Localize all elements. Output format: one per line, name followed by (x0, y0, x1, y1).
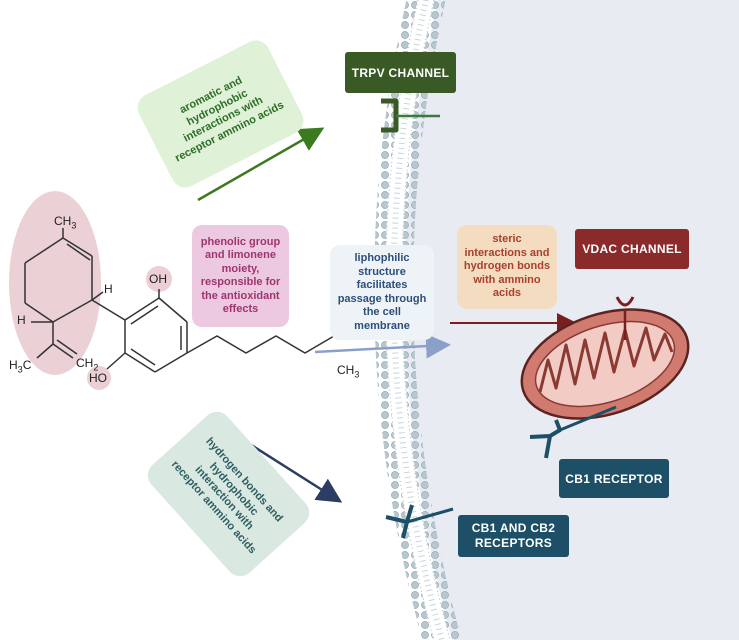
ho-bottom-label: HO (89, 371, 107, 385)
ch3-tail-label: CH3 (337, 363, 360, 380)
steric-interactions-note: steric interactions and hydrogen bonds w… (457, 225, 557, 309)
cb1-cb2-receptor-icon (385, 504, 454, 539)
ch3-top-label: CH3 (54, 214, 77, 231)
arrow-to-trpv (197, 127, 325, 202)
ch2-label: CH2 (76, 356, 99, 373)
trpv-channel-label: TRPV CHANNEL (345, 52, 456, 93)
oh-highlight-top (146, 266, 172, 292)
cb1-receptor-icon (529, 405, 617, 459)
cannabidiol-skeleton (24, 228, 335, 373)
ho-highlight-bottom (87, 366, 111, 390)
arrow-to-membrane (314, 333, 451, 359)
liphophilic-structure-note: liphophilic structure facilitates passag… (330, 245, 434, 340)
phenolic-group-note: phenolic group and limonene moiety, resp… (192, 225, 289, 327)
trpv-channel-icon (381, 98, 440, 133)
limonene-highlight (9, 191, 101, 375)
cell-interior (404, 0, 739, 640)
vdac-channel-label: VDAC CHANNEL (575, 229, 689, 269)
h-left-label: H (17, 313, 26, 327)
vdac-receptor-icon (615, 296, 635, 340)
h3c-label: H3C (9, 358, 32, 375)
h-right-label: H (104, 282, 113, 296)
cb1-receptor-label: CB1 RECEPTOR (559, 459, 669, 498)
oh-top-label: OH (149, 272, 167, 286)
cb1-cb2-receptors-label: CB1 AND CB2 RECEPTORS (458, 515, 569, 557)
mitochondrion-icon (520, 308, 690, 420)
